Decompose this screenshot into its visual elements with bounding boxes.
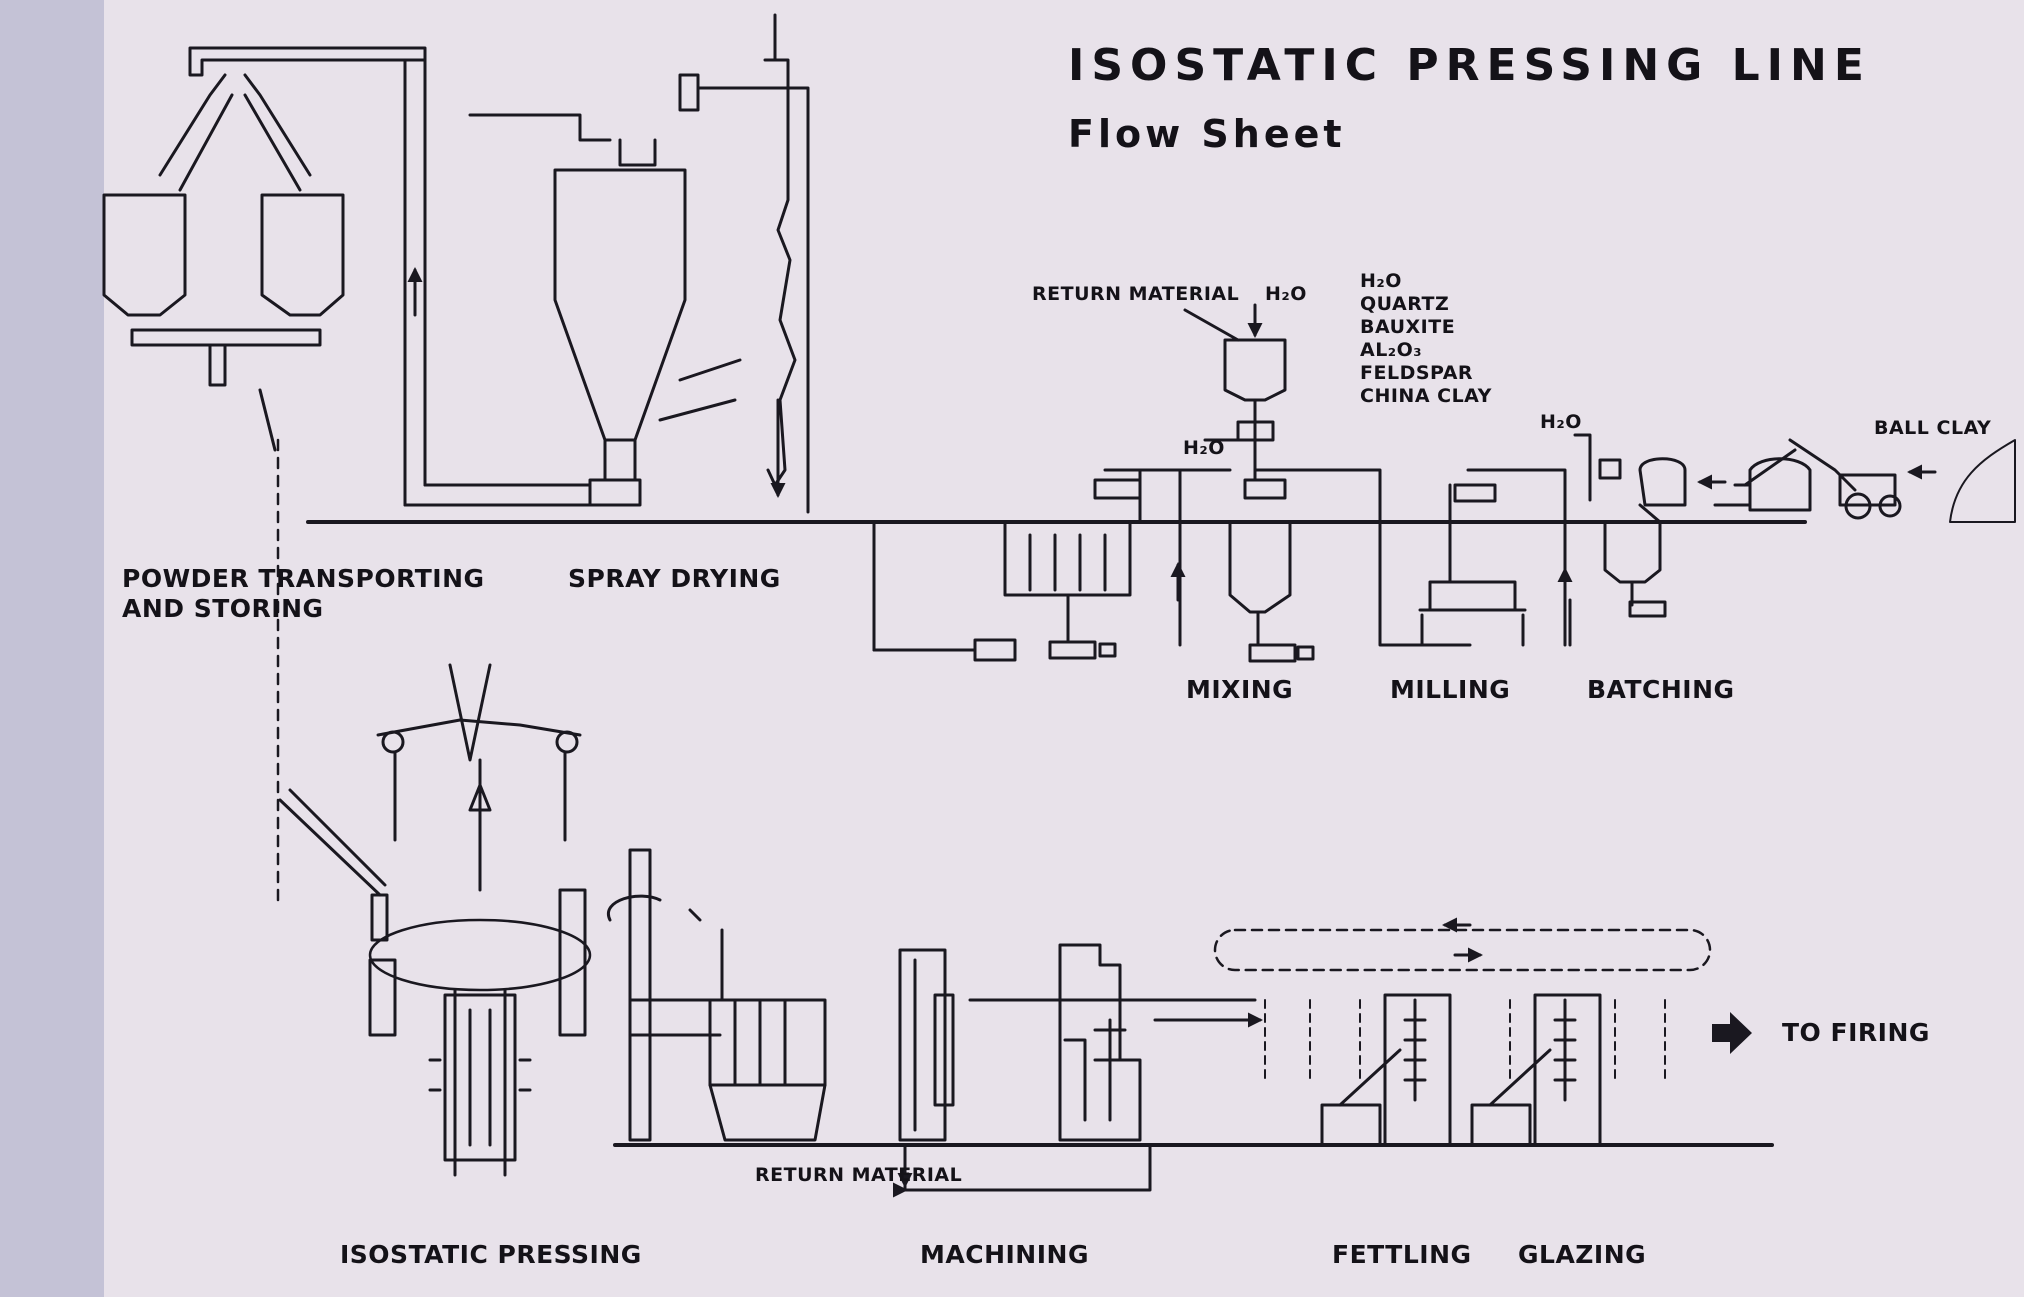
stage-powder-transporting: POWDER TRANSPORTING xyxy=(122,564,485,593)
powder-silos xyxy=(102,46,427,507)
mixing-milling-batching-train xyxy=(872,303,2016,663)
spray-dryer xyxy=(403,13,810,514)
stage-batching: BATCHING xyxy=(1587,675,1735,704)
stage-spray-drying: SPRAY DRYING xyxy=(568,564,781,593)
h2o-label-batching: H₂O xyxy=(1540,411,1582,433)
stage-milling: MILLING xyxy=(1390,675,1511,704)
h2o-label-mixing: H₂O xyxy=(1183,437,1225,459)
raw-material-h2o: H₂O xyxy=(1360,270,1402,292)
h2o-label-mixer: H₂O xyxy=(1265,283,1307,305)
diagram-title: ISOSTATIC PRESSING LINE xyxy=(1068,40,1871,91)
stage-mixing: MIXING xyxy=(1186,675,1294,704)
to-firing-arrow xyxy=(1712,1012,1752,1054)
stage-and-storing: AND STORING xyxy=(122,594,324,623)
return-material-label-top: RETURN MATERIAL xyxy=(1032,283,1240,305)
raw-material-china-clay: CHINA CLAY xyxy=(1360,385,1492,407)
ball-clay-label: BALL CLAY xyxy=(1874,417,1992,439)
diagram-subtitle: Flow Sheet xyxy=(1068,112,1346,156)
fettling-glazing-stations xyxy=(1320,993,1602,1147)
stage-machining: MACHINING xyxy=(920,1240,1089,1269)
stage-isostatic-pressing: ISOSTATIC PRESSING xyxy=(340,1240,642,1269)
isostatic-press xyxy=(278,663,592,1177)
raw-material-alumina: AL₂O₃ xyxy=(1360,339,1423,361)
drying-rack xyxy=(606,848,827,1142)
return-material-label-bottom: RETURN MATERIAL xyxy=(755,1164,963,1186)
to-firing-label: TO FIRING xyxy=(1782,1018,1930,1047)
raw-material-quartz: QUARTZ xyxy=(1360,293,1450,315)
stage-fettling: FETTLING xyxy=(1332,1240,1472,1269)
raw-material-bauxite: BAUXITE xyxy=(1360,316,1456,338)
machining-units xyxy=(897,943,1263,1192)
raw-material-feldspar: FELDSPAR xyxy=(1360,362,1474,384)
overhead-conveyor xyxy=(1213,917,1712,1081)
left-edge xyxy=(0,0,104,1297)
stage-glazing: GLAZING xyxy=(1518,1240,1647,1269)
